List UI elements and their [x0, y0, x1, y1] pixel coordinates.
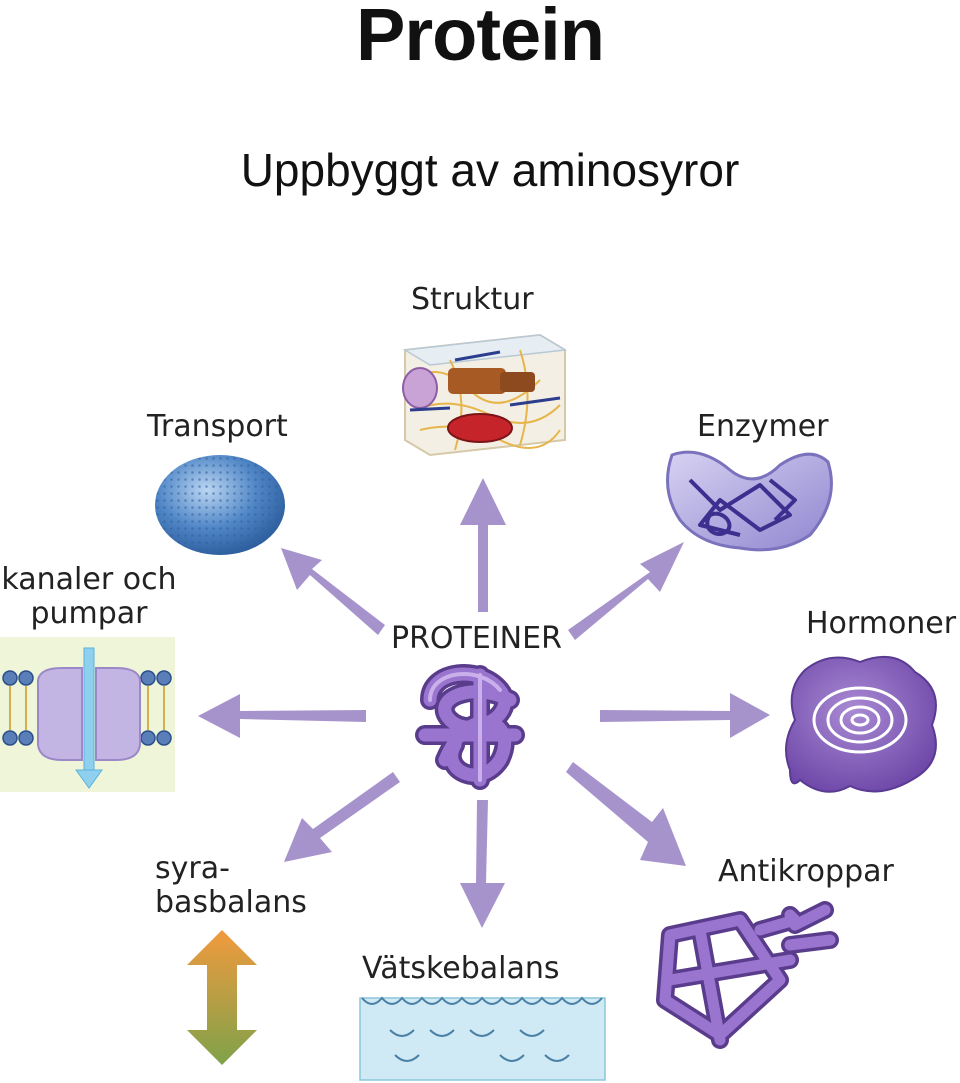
label-kanaler-line2: pumpar — [30, 596, 148, 631]
arrow-left — [198, 694, 366, 738]
hormoner-image — [785, 655, 937, 793]
kanaler-channel-image — [0, 637, 175, 792]
arrow-upper-right — [568, 542, 684, 640]
label-enzymer: Enzymer — [697, 409, 829, 444]
arrow-lower-left — [284, 772, 400, 862]
syra-basbalans-arrow-image — [187, 930, 257, 1065]
arrow-lower-right — [566, 762, 686, 866]
arrow-down — [460, 800, 505, 928]
label-kanaler-line1: kanaler och — [1, 562, 177, 597]
proteiner-protein-image — [415, 664, 525, 790]
label-syra-line1: syra- — [155, 851, 230, 886]
antikroppar-image — [656, 901, 839, 1049]
label-struktur: Struktur — [411, 282, 534, 317]
enzymer-image — [666, 450, 833, 552]
page-subtitle: Uppbyggt av aminosyror — [240, 144, 740, 196]
label-hormoner: Hormoner — [806, 606, 957, 641]
arrow-right — [600, 693, 770, 738]
label-proteiner: PROTEINER — [391, 621, 562, 656]
label-antikroppar: Antikroppar — [718, 854, 894, 889]
vatskebalans-water-image — [359, 996, 606, 1081]
arrows — [198, 478, 770, 928]
page-title: Protein — [356, 0, 605, 76]
label-vatskebalans: Vätskebalans — [362, 951, 560, 986]
label-syra-basbalans: syra- basbalans — [155, 852, 310, 920]
arrow-upper-left — [281, 548, 385, 635]
struktur-tissue-image — [402, 333, 568, 457]
label-transport: Transport — [147, 409, 288, 444]
label-kanaler-och-pumpar: kanaler och pumpar — [0, 563, 178, 631]
transport-lipoprotein-image — [155, 455, 285, 555]
arrow-up — [460, 478, 506, 612]
label-syra-line2: basbalans — [155, 885, 307, 920]
